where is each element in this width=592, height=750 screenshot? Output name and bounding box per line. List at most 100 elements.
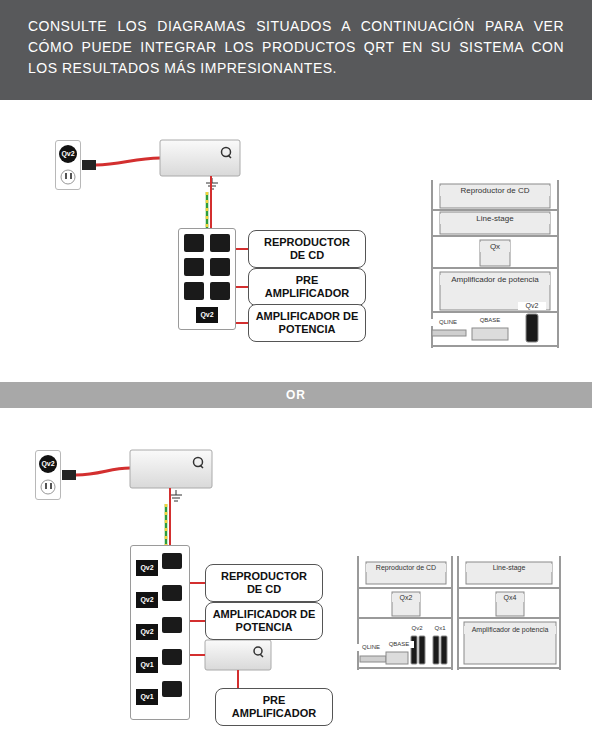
rack-label: Amplificador de potencia	[464, 626, 556, 634]
wall-socket	[50, 483, 52, 489]
rack-device	[464, 622, 556, 664]
rack-device	[440, 184, 550, 208]
equipment-rack	[458, 667, 560, 669]
rack-label: Qx	[480, 242, 510, 252]
ground-wire	[165, 504, 168, 545]
power-wire	[190, 654, 205, 656]
rack-device	[441, 636, 447, 664]
rack-device	[360, 656, 386, 662]
rack-device	[466, 562, 552, 584]
power-wire	[237, 670, 239, 688]
ground-wire	[166, 488, 170, 545]
power-strip-sockets	[162, 553, 182, 569]
rack-device	[472, 328, 508, 340]
ground-wire	[206, 192, 209, 228]
node-text: PRE AMPLIFICADOR	[255, 274, 359, 300]
rack-device	[386, 652, 408, 664]
power-cable	[190, 620, 205, 622]
rack-label: Line-stage	[466, 564, 552, 572]
power-strip-sockets	[162, 553, 182, 697]
ground-wire	[210, 176, 212, 228]
power-strip-sockets	[162, 681, 182, 697]
wall-socket	[61, 170, 75, 184]
power-cord	[82, 158, 160, 170]
power-strip-sockets	[184, 234, 230, 300]
equipment-rack	[432, 345, 558, 347]
separator-text: OR	[0, 388, 592, 402]
equipment-rack	[457, 556, 459, 670]
rack-label: Qv2	[406, 625, 428, 632]
rack-device	[432, 330, 466, 336]
power-strip: Qv2	[178, 228, 236, 330]
rack-label: Qx1	[429, 625, 451, 632]
node-text: REPRODUCTOR DE CD	[255, 236, 359, 262]
component-box: AMPLIFICADOR DE POTENCIA	[205, 602, 323, 640]
power-strip: Qv2Qv2Qv2Qv1Qv1	[130, 545, 190, 720]
wall-socket	[65, 173, 67, 179]
ground-symbol	[170, 495, 182, 496]
wall-outlet: Qv2	[55, 140, 81, 190]
qbase-unit	[130, 450, 212, 488]
power-strip-sockets	[162, 585, 182, 601]
ground-wire	[169, 488, 171, 545]
equipment-rack	[432, 209, 558, 211]
ground-symbol	[174, 501, 178, 502]
equipment-rack	[557, 180, 559, 348]
power-strip-sockets	[210, 258, 230, 276]
node-text: Qv2	[196, 307, 218, 323]
ground-symbol	[176, 490, 177, 495]
rack-label: QBASE	[384, 641, 414, 648]
node-text: PRE AMPLIFICADOR	[222, 694, 326, 720]
rack-device	[440, 212, 550, 234]
power-cord	[76, 468, 130, 475]
header-band	[0, 0, 592, 100]
power-strip-sockets	[184, 234, 204, 252]
power-cord	[82, 160, 96, 170]
rack-device	[433, 636, 439, 664]
ground-wire	[206, 192, 209, 228]
qbase-unit	[205, 640, 271, 670]
rack-label: Reproductor de CD	[440, 186, 550, 196]
power-strip-sockets	[210, 282, 230, 300]
wall-socket	[41, 480, 55, 494]
rack-device	[366, 562, 446, 584]
rack-label: Qx2	[392, 594, 420, 602]
equipment-rack	[357, 556, 359, 670]
ground-symbol	[170, 490, 182, 501]
equipment-rack	[432, 267, 558, 269]
equipment-rack	[358, 667, 452, 669]
rack-label: QLINE	[428, 319, 468, 326]
rack-label: Reproductor de CD	[366, 564, 446, 572]
separator-band	[0, 382, 592, 408]
equipment-rack	[358, 556, 560, 670]
component-box: REPRODUCTOR DE CD	[248, 230, 366, 268]
equipment-rack	[458, 587, 560, 589]
node-text: AMPLIFICADOR DE POTENCIA	[212, 608, 316, 634]
wall-socket	[61, 170, 75, 184]
separator-band	[0, 382, 592, 408]
equipment-rack	[432, 235, 558, 237]
component-box: PRE AMPLIFICADOR	[215, 688, 333, 726]
rack-label: Line-stage	[440, 214, 550, 224]
node-text: Qv1	[136, 689, 158, 705]
page-title: CONSULTE LOS DIAGRAMAS SITUADOS A CONTIN…	[28, 16, 564, 79]
rack-device	[392, 592, 420, 616]
equipment-rack	[451, 556, 453, 670]
node-text: REPRODUCTOR DE CD	[212, 570, 316, 596]
rack-device	[419, 636, 425, 664]
ground-wire	[207, 176, 211, 228]
power-strip-sockets	[162, 617, 182, 633]
qbase-unit	[160, 140, 240, 176]
power-cord	[96, 158, 160, 165]
power-cable	[236, 322, 248, 324]
equipment-rack	[358, 617, 452, 619]
rack-label: Qx4	[496, 594, 524, 602]
node-text: Qv2	[136, 560, 158, 576]
node-text: AMPLIFICADOR DE POTENCIA	[255, 310, 359, 336]
equipment-rack	[432, 311, 558, 313]
wall-socket	[45, 483, 47, 489]
rack-label: Qv2	[518, 302, 546, 310]
equipment-rack	[458, 617, 560, 619]
